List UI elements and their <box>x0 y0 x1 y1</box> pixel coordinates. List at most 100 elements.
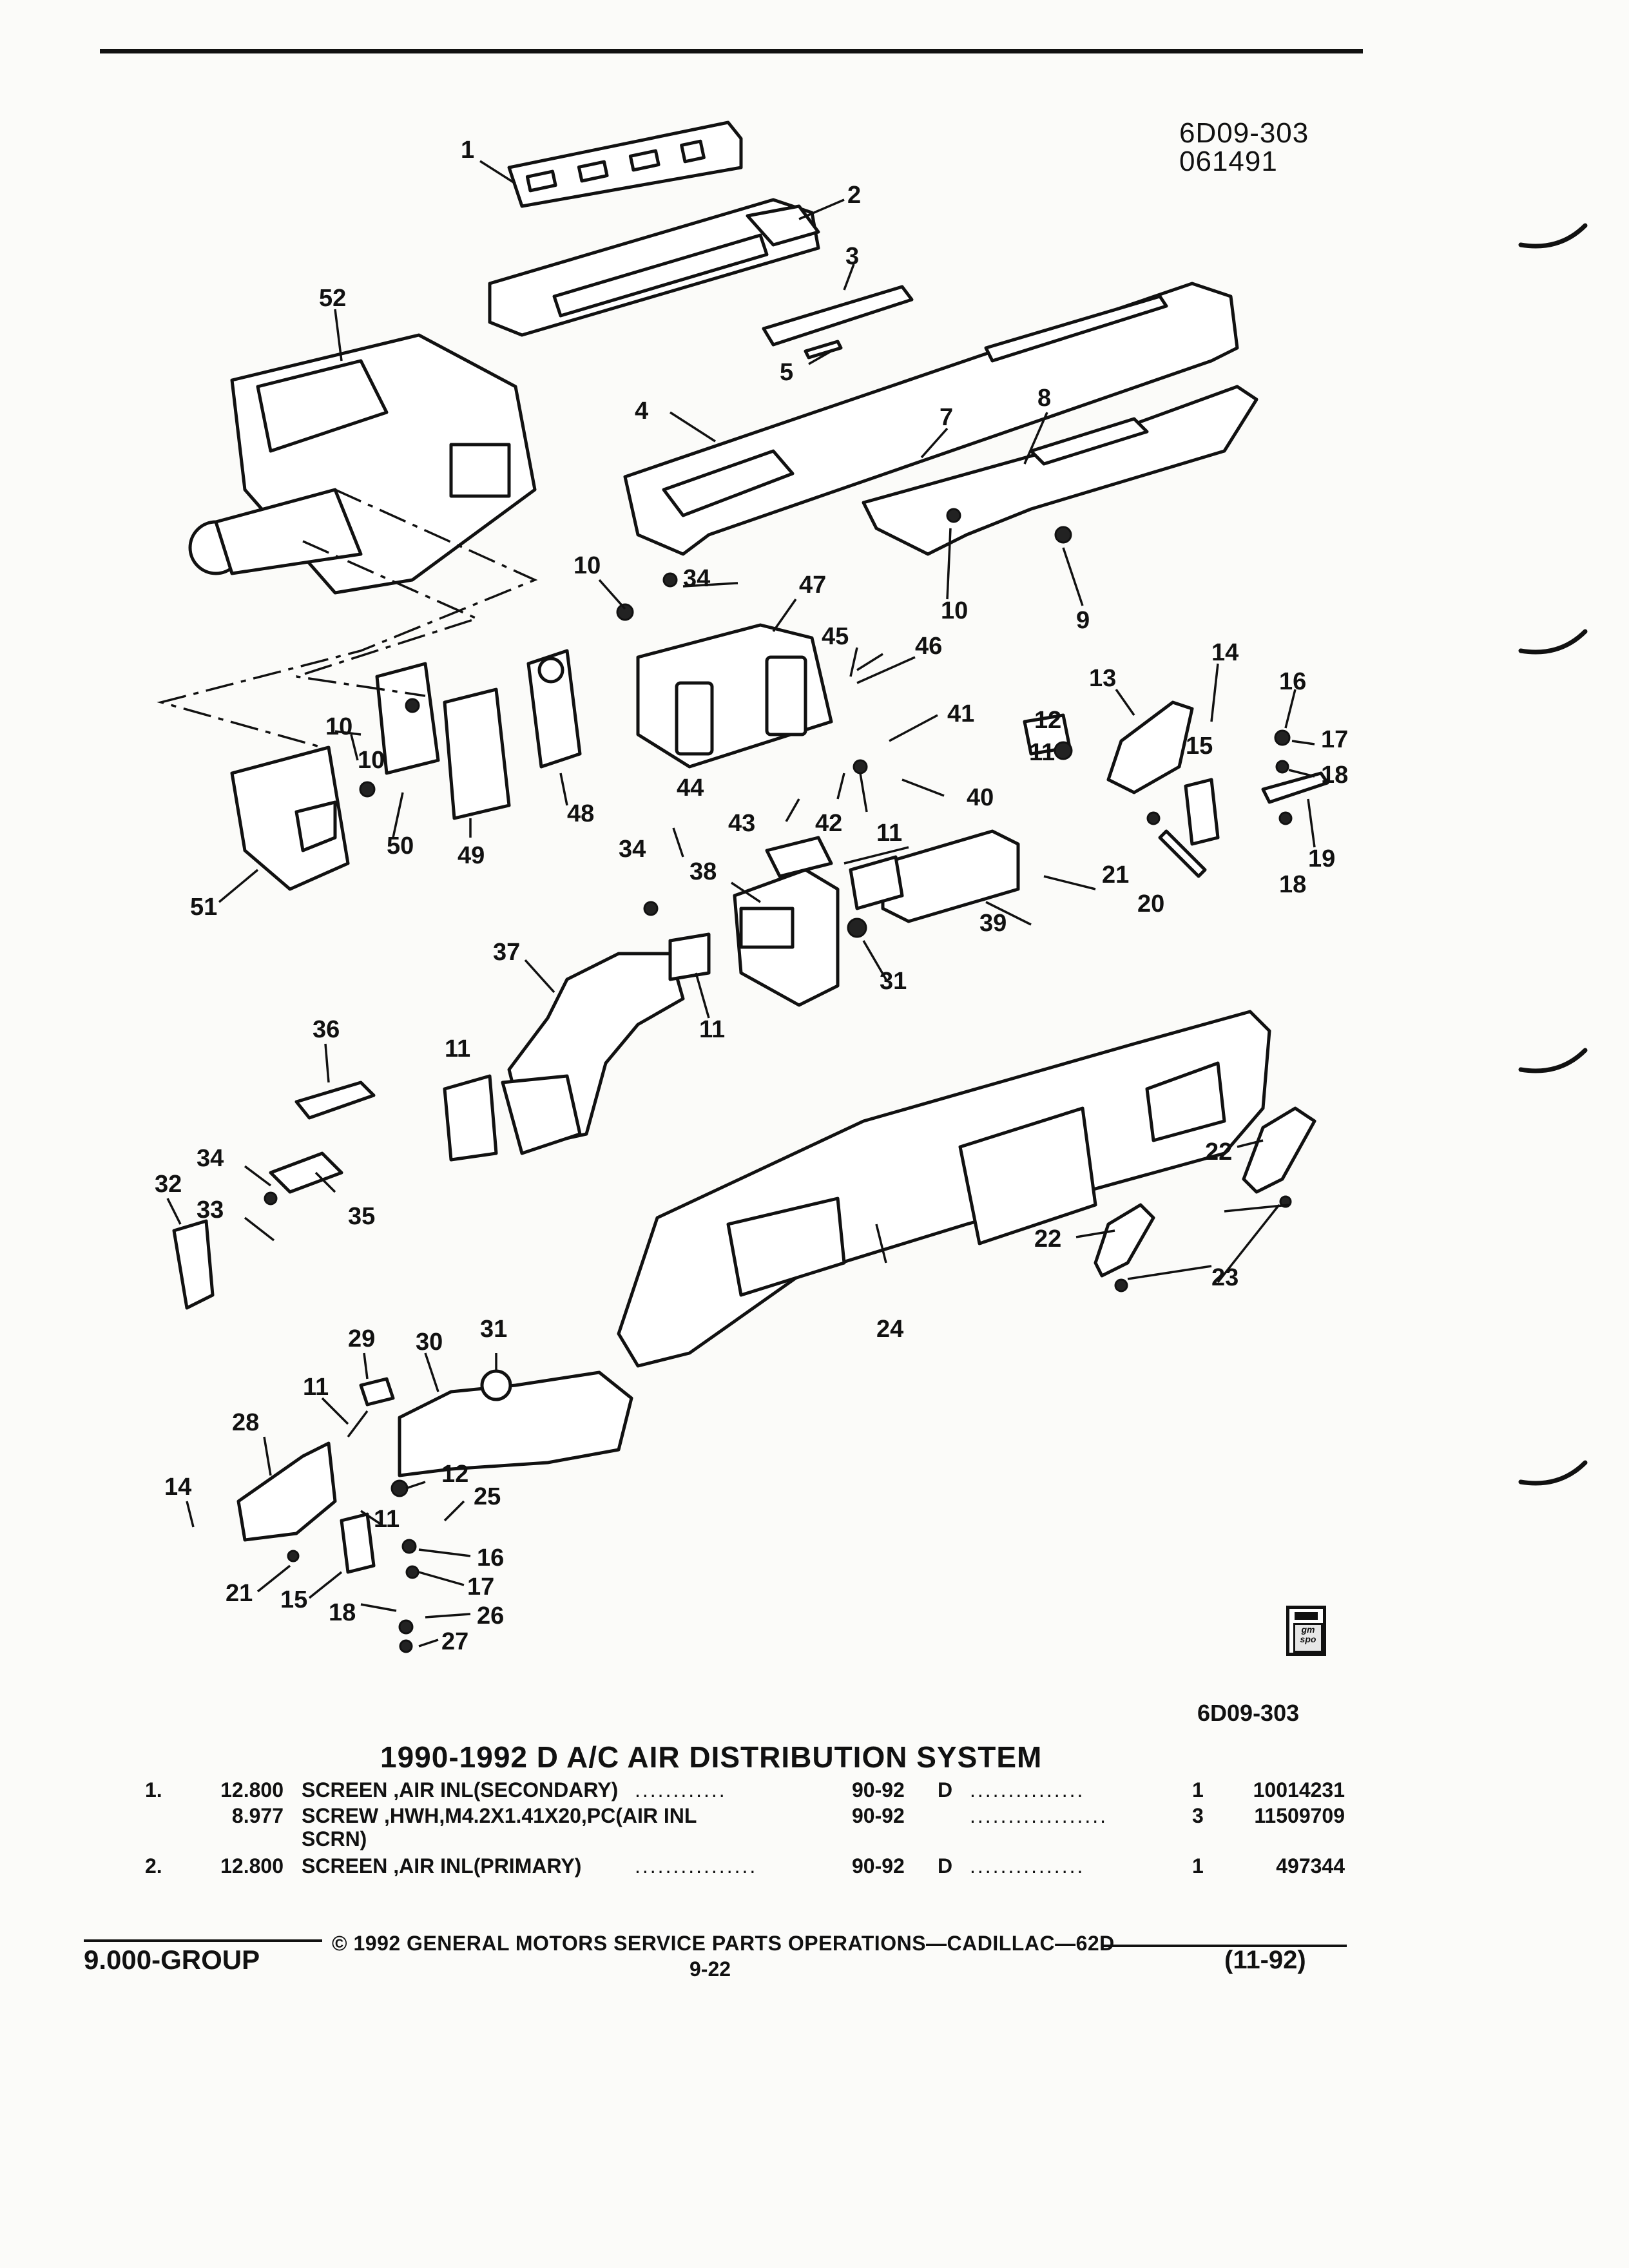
part-number: 11509709 <box>1254 1804 1345 1827</box>
callout-50: 50 <box>387 832 414 860</box>
routing-line-lower <box>296 540 480 697</box>
badge-inner: gm spo <box>1293 1623 1323 1653</box>
callout-38: 38 <box>689 858 717 885</box>
callout-12-right: 12 <box>1034 707 1061 734</box>
callout-25: 25 <box>474 1483 501 1510</box>
callout-41: 41 <box>947 700 974 727</box>
figure-code: 6D09-303 <box>1179 117 1309 149</box>
callout-11-left-duct: 11 <box>445 1035 470 1062</box>
callout-10-top-left: 10 <box>574 552 601 579</box>
leader-dots: ............... <box>970 1778 1085 1802</box>
callout-5: 5 <box>780 359 793 386</box>
part-31-grommet <box>480 1369 512 1401</box>
callout-10-bracket: 10 <box>358 747 385 774</box>
callout-52: 52 <box>319 285 346 312</box>
model-years: 90-92 <box>852 1804 905 1827</box>
figure-code-footer: 6D09-303 <box>1197 1700 1300 1726</box>
item-number: 2. <box>145 1854 162 1878</box>
footer-date: (11-92) <box>1224 1946 1306 1974</box>
part-number: 497344 <box>1276 1854 1345 1878</box>
gm-spo-badge: gm spo <box>1286 1606 1326 1656</box>
callout-34-center-top: 34 <box>683 565 710 592</box>
part-48-actuator <box>526 649 582 769</box>
model-years: 90-92 <box>852 1778 905 1802</box>
callout-37: 37 <box>493 939 520 966</box>
part-39-outlet-duct <box>881 829 1020 923</box>
callout-7: 7 <box>940 404 953 431</box>
callout-51: 51 <box>190 894 217 921</box>
callout-14-left: 14 <box>164 1474 191 1501</box>
callout-27: 27 <box>441 1628 468 1655</box>
callout-33: 33 <box>197 1196 224 1224</box>
top-rule <box>100 49 1363 53</box>
part-5-screw <box>804 340 843 360</box>
part-3-defroster-grille <box>762 285 914 347</box>
part-1-secondary-screen <box>507 120 743 208</box>
callout-11-bottom-b: 11 <box>374 1506 400 1533</box>
callout-21-left: 21 <box>226 1580 253 1607</box>
footer-rule-right <box>1102 1945 1347 1947</box>
callout-2: 2 <box>847 182 861 209</box>
part-30-left-duct <box>398 1370 633 1477</box>
leader-dots: ............ <box>635 1778 727 1802</box>
callout-22-right: 22 <box>1205 1139 1232 1166</box>
callout-34-lower-left: 34 <box>197 1145 224 1172</box>
callout-32: 32 <box>155 1171 182 1198</box>
leader-lines <box>166 160 1316 1648</box>
callout-34-center: 34 <box>619 836 646 863</box>
callout-16-left: 16 <box>477 1544 504 1571</box>
callout-17-right: 17 <box>1321 726 1348 753</box>
part-36-switch-plate <box>294 1081 376 1120</box>
callout-11-right: 11 <box>1029 739 1055 766</box>
leader-dots: ................ <box>635 1854 758 1878</box>
part-37-duct <box>501 952 685 1155</box>
part-2-primary-screen <box>488 198 820 337</box>
part-52-hvac-module <box>188 333 537 595</box>
part-19-lever <box>1261 771 1329 804</box>
group-number: 12.800 <box>220 1778 284 1802</box>
part-49-seal <box>443 687 511 820</box>
callout-8: 8 <box>1037 385 1051 412</box>
exploded-parts-diagram: 1 2 3 4 5 7 8 9 10 10 10 10 11 11 11 11 … <box>155 120 1588 1655</box>
callout-16-right: 16 <box>1279 668 1306 695</box>
part-47-air-distributor <box>636 623 833 769</box>
callout-11-lower: 11 <box>699 1016 725 1043</box>
callout-40: 40 <box>967 784 994 811</box>
callout-35: 35 <box>348 1203 375 1230</box>
part-51-bracket <box>230 745 350 891</box>
callout-48: 48 <box>567 800 594 827</box>
group-number: 12.800 <box>220 1854 284 1878</box>
callout-20: 20 <box>1137 890 1164 918</box>
part-number: 10014231 <box>1253 1778 1345 1802</box>
callout-10-left: 10 <box>325 713 352 740</box>
callout-30: 30 <box>416 1329 443 1356</box>
callout-28: 28 <box>232 1409 259 1436</box>
part-35-control-bracket <box>269 1151 343 1194</box>
callout-23: 23 <box>1211 1264 1239 1291</box>
callout-1: 1 <box>461 137 474 164</box>
figure-code-header: 6D09-303 061491 <box>1179 119 1309 176</box>
callout-10-top-right: 10 <box>941 597 968 624</box>
callout-15-left: 15 <box>280 1586 307 1613</box>
callout-17-left: 17 <box>467 1573 494 1600</box>
footer-rule-left <box>84 1939 322 1942</box>
callout-15-right: 15 <box>1186 733 1213 760</box>
callouts: 1 2 3 4 5 7 8 9 10 10 10 10 11 11 11 11 … <box>155 137 1348 1655</box>
callout-29: 29 <box>348 1325 375 1352</box>
callout-11-bottom-a: 11 <box>303 1374 329 1401</box>
part-29-clip <box>359 1377 395 1407</box>
callout-19: 19 <box>1308 845 1335 872</box>
footer-copyright: © 1992 GENERAL MOTORS SERVICE PARTS OPER… <box>332 1932 1115 1955</box>
callout-24: 24 <box>876 1316 903 1343</box>
part-description: SCREEN ,AIR INL(SECONDARY) <box>302 1778 619 1802</box>
routing-line-upper <box>157 488 538 749</box>
part-4-panel-pad <box>623 282 1239 556</box>
part-15-left-outlet <box>340 1512 376 1574</box>
callout-26: 26 <box>477 1602 504 1629</box>
callout-45: 45 <box>822 623 849 650</box>
leader-dots: .................. <box>970 1804 1108 1827</box>
callout-18-right-top: 18 <box>1321 762 1348 789</box>
part-24-panel-carrier <box>617 1010 1271 1368</box>
model-years: 90-92 <box>852 1854 905 1878</box>
callout-31-center: 31 <box>880 968 907 995</box>
